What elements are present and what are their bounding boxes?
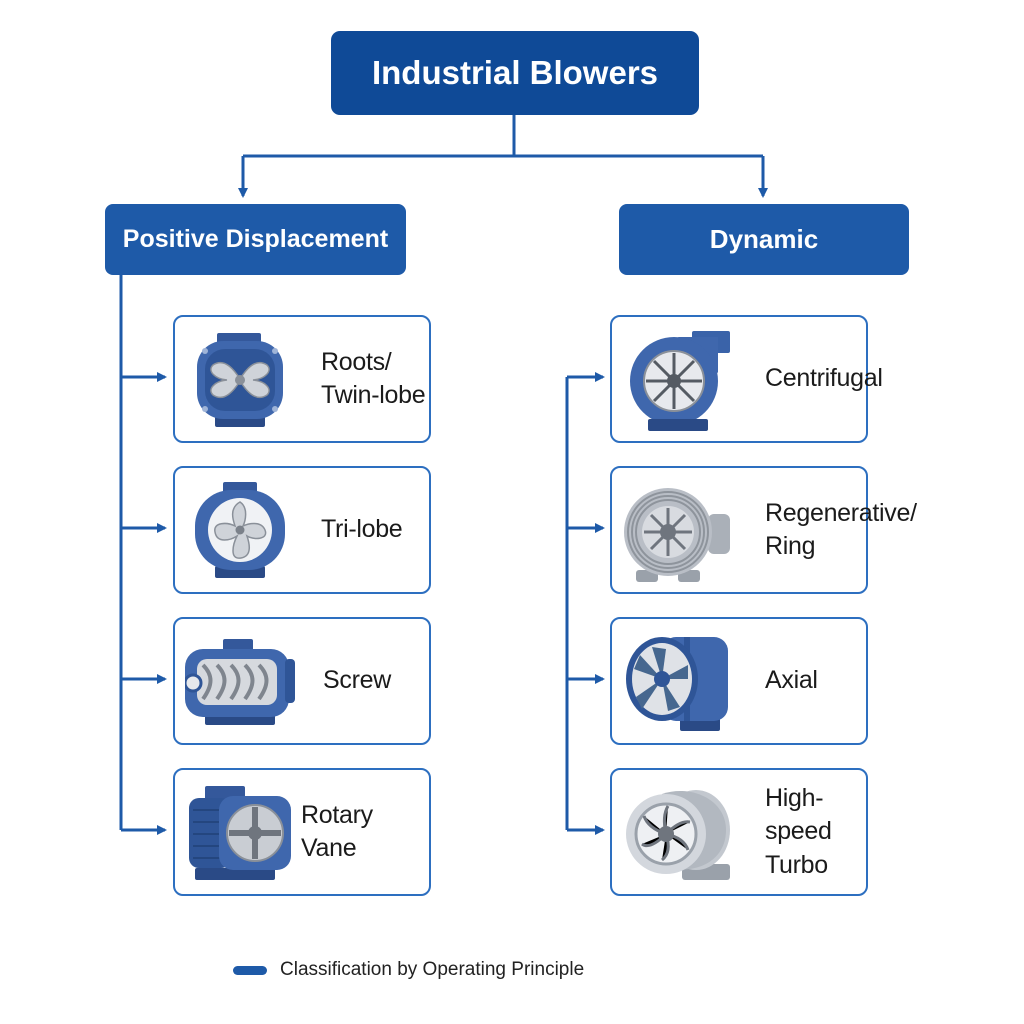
twin-lobe-card: Roots/ Twin-lobe — [173, 315, 431, 443]
regenerative-blower-icon — [624, 488, 730, 582]
tri-lobe-card: Tri-lobe — [173, 466, 431, 594]
turbo-card: High-speed Turbo — [610, 768, 868, 896]
root-title: Industrial Blowers — [371, 54, 659, 91]
legend: Classification by Operating Principle — [233, 957, 584, 983]
axial-label: Axial — [765, 666, 818, 695]
rotary-vane-label: Rotary Vane — [301, 800, 373, 863]
axial-card: Axial — [610, 617, 868, 745]
centrifugal-card: Centrifugal — [610, 315, 883, 443]
screw-label: Screw — [323, 666, 391, 695]
regenerative-label-2: Ring — [765, 532, 816, 560]
turbo-label-1: High-speed — [765, 783, 832, 846]
legend-swatch — [233, 965, 267, 975]
tri-lobe-label: Tri-lobe — [321, 515, 403, 544]
legend-text: Classification by Operating Principle — [280, 959, 585, 980]
dynamic-node: Dynamic — [619, 204, 909, 275]
rotary-vane-card: Rotary Vane — [173, 768, 431, 896]
root-node: Industrial Blowers — [331, 31, 699, 115]
centrifugal-blower-icon — [630, 331, 730, 431]
rotary-vane-blower-icon — [189, 786, 291, 880]
regenerative-label-1: Regenerative/ — [765, 498, 917, 527]
twin-lobe-blower-icon — [197, 333, 283, 427]
positive-displacement-node: Positive Displacement — [105, 204, 406, 275]
tri-lobe-blower-icon — [195, 482, 285, 578]
turbo-label-2: Turbo — [765, 850, 828, 879]
twin-lobe-label-1: Roots/ — [321, 347, 392, 376]
turbo-blower-icon — [626, 790, 730, 880]
screw-blower-icon — [185, 639, 295, 725]
centrifugal-label: Centrifugal — [765, 364, 883, 393]
axial-fan-icon — [626, 637, 728, 731]
twin-lobe-label-2: Twin-lobe — [321, 381, 426, 409]
dynamic-label: Dynamic — [709, 224, 819, 254]
positive-displacement-label: Positive Displacement — [122, 225, 389, 253]
regenerative-card: Regenerative/ Ring — [610, 466, 917, 594]
screw-card: Screw — [173, 617, 431, 745]
